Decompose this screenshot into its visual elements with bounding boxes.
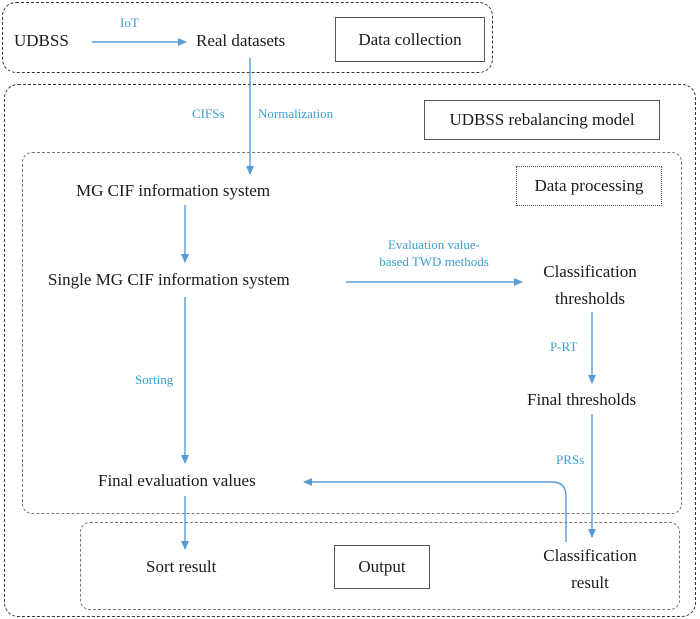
real-datasets-node: Real datasets <box>196 31 286 50</box>
data-processing-region <box>22 152 682 514</box>
twd-methods-line-2: based TWD methods <box>379 254 489 269</box>
cifss-label: CIFSs <box>192 106 225 121</box>
arrow-classification-result-to-final-evaluation <box>303 478 567 542</box>
data-processing-label: Data processing <box>516 166 662 206</box>
classification-result-node: Classification result <box>525 542 655 596</box>
normalization-label: Normalization <box>258 106 334 121</box>
final-thresholds-node: Final thresholds <box>527 390 637 409</box>
classification-result-line-2: result <box>571 573 609 592</box>
udbss-node: UDBSS <box>14 31 69 50</box>
prt-label: P-RT <box>550 339 578 354</box>
classification-thresholds-node: Classification thresholds <box>525 258 655 312</box>
twd-methods-line-1: Evaluation value- <box>387 237 481 252</box>
iot-label: IoT <box>120 15 139 30</box>
rebalancing-model-region <box>4 84 696 617</box>
data-collection-region <box>2 2 493 73</box>
mg-cif-node: MG CIF information system <box>76 181 271 200</box>
output-label: Output <box>334 545 430 589</box>
sort-result-node: Sort result <box>146 557 217 576</box>
twd-methods-label: Evaluation value- based TWD methods <box>364 236 504 270</box>
rebalancing-model-label: UDBSS rebalancing model <box>424 100 660 140</box>
prss-label: PRSs <box>556 452 585 467</box>
classification-result-line-1: Classification <box>543 546 637 565</box>
final-evaluation-values-node: Final evaluation values <box>98 471 256 490</box>
output-region <box>80 522 680 610</box>
data-collection-label: Data collection <box>335 17 485 62</box>
classification-thresholds-line-2: thresholds <box>555 289 625 308</box>
single-mg-cif-node: Single MG CIF information system <box>48 270 290 289</box>
sorting-label: Sorting <box>135 372 174 387</box>
classification-thresholds-line-1: Classification <box>543 262 637 281</box>
